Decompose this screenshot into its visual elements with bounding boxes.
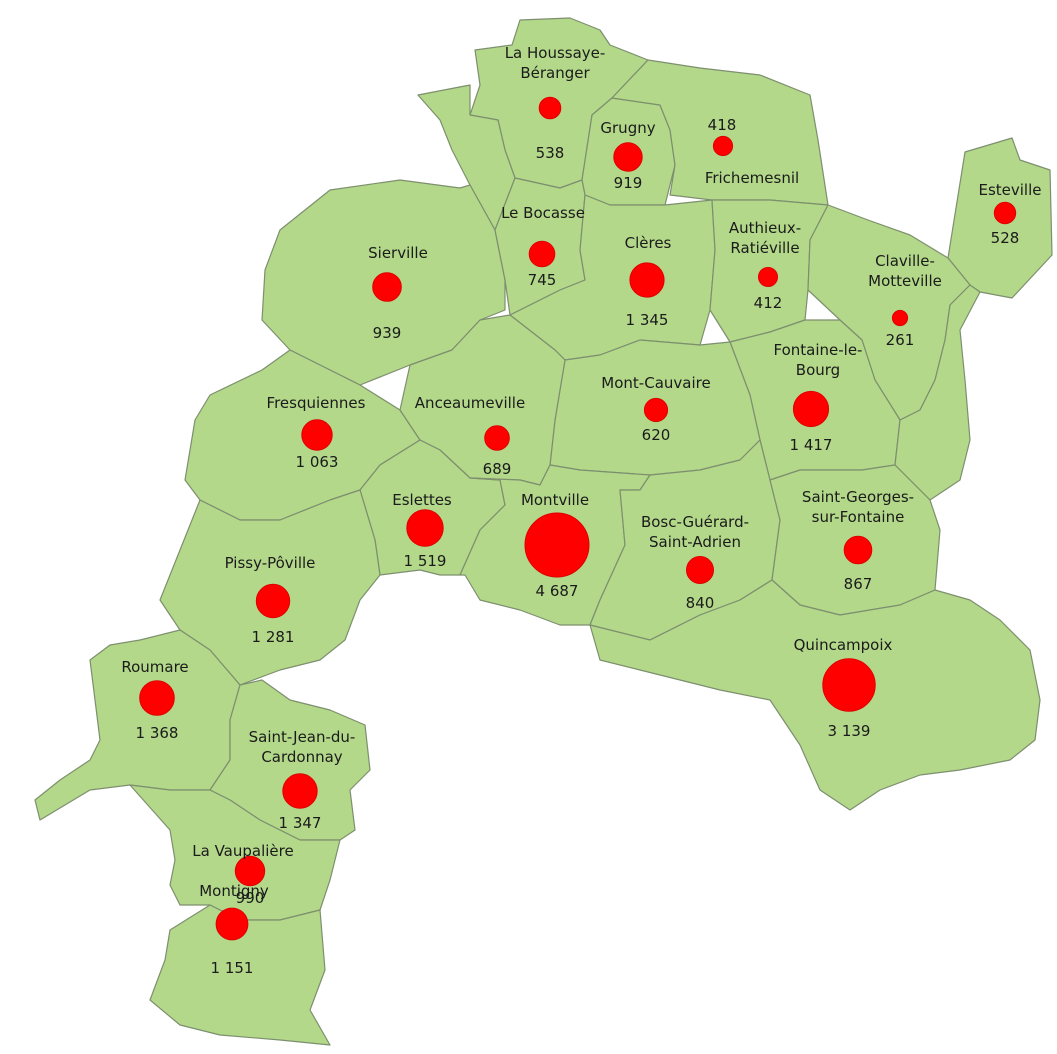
population-marker-frichemesnil	[712, 135, 734, 157]
population-value-quincampoix: 3 139	[828, 722, 871, 740]
population-value-mont-cauvaire: 620	[642, 426, 671, 444]
population-marker-grugny	[613, 142, 643, 172]
commune-name-fresquiennes: Fresquiennes	[267, 394, 366, 412]
population-value-bosc-guerard-saint-adrien: 840	[686, 594, 715, 612]
population-marker-anceaumeville	[484, 425, 510, 451]
population-value-roumare: 1 368	[136, 724, 179, 742]
population-value-eslettes: 1 519	[404, 552, 447, 570]
population-marker-esteville	[993, 201, 1017, 225]
population-value-authieux-ratieville: 412	[754, 294, 783, 312]
population-marker-montigny	[215, 907, 249, 941]
population-value-montville: 4 687	[536, 582, 579, 600]
population-value-le-bocasse: 745	[528, 271, 557, 289]
commune-name-saint-georges-sur-fontaine-line-2: sur-Fontaine	[812, 508, 905, 526]
commune-name-montville: Montville	[521, 491, 589, 509]
population-value-sierville: 939	[373, 324, 402, 342]
commune-name-la-vaupaliere: La Vaupalière	[192, 842, 293, 860]
population-value-la-houssaye-beranger: 538	[536, 144, 565, 162]
population-marker-saint-georges-sur-fontaine	[843, 535, 873, 565]
population-marker-cleres	[629, 262, 665, 298]
population-value-cleres: 1 345	[626, 311, 669, 329]
population-marker-la-vaupaliere	[234, 855, 266, 887]
population-value-anceaumeville: 689	[483, 460, 512, 478]
population-value-montigny: 1 151	[211, 959, 254, 977]
region-saint-jean-du-cardonnay	[209, 679, 371, 841]
population-marker-le-bocasse	[528, 240, 556, 268]
commune-name-roumare: Roumare	[121, 658, 188, 676]
population-value-fontaine-le-bourg: 1 417	[790, 436, 833, 454]
population-marker-saint-jean-du-cardonnay	[282, 773, 318, 809]
population-marker-pissy-poville	[255, 583, 291, 619]
region-east-strip	[894, 284, 981, 501]
commune-name-authieux-ratieville-line-1: Authieux-	[729, 219, 801, 237]
population-value-fresquiennes: 1 063	[296, 453, 339, 471]
commune-name-frichemesnil: Frichemesnil	[705, 169, 799, 187]
region-quincampoix	[589, 579, 1041, 811]
commune-name-claville-motteville-line-1: Claville-	[875, 252, 935, 270]
population-marker-claville-motteville	[891, 309, 909, 327]
commune-name-claville-motteville-line-2: Motteville	[868, 272, 942, 290]
commune-name-quincampoix: Quincampoix	[794, 636, 893, 654]
commune-labels: La Houssaye- Béranger 538 Grugny 919 Fricheme…	[121, 44, 1041, 977]
commune-name-saint-jean-du-cardonnay-line-2: Cardonnay	[261, 748, 342, 766]
population-marker-fresquiennes	[301, 419, 333, 451]
commune-name-authieux-ratieville-line-2: Ratiéville	[730, 239, 799, 257]
population-value-saint-jean-du-cardonnay: 1 347	[279, 814, 322, 832]
population-value-grugny: 919	[614, 174, 643, 192]
commune-name-grugny: Grugny	[600, 119, 655, 137]
population-value-claville-motteville: 261	[886, 331, 915, 349]
commune-name-bosc-guerard-saint-adrien-line-1: Bosc-Guérard-	[641, 513, 749, 531]
commune-name-cleres: Clères	[625, 234, 672, 252]
population-value-pissy-poville: 1 281	[252, 628, 295, 646]
commune-name-sierville: Sierville	[368, 244, 428, 262]
population-value-la-vaupaliere: 990	[236, 889, 265, 907]
commune-name-mont-cauvaire: Mont-Cauvaire	[601, 374, 710, 392]
commune-name-saint-jean-du-cardonnay-line-1: Saint-Jean-du-	[249, 728, 356, 746]
population-value-esteville: 528	[991, 229, 1020, 247]
population-marker-la-houssaye-beranger	[538, 96, 562, 120]
commune-name-le-bocasse: Le Bocasse	[501, 204, 585, 222]
commune-name-esteville: Esteville	[978, 181, 1041, 199]
commune-name-montigny: Montigny	[199, 882, 269, 900]
population-markers	[139, 96, 1017, 941]
population-marker-montville	[524, 512, 590, 578]
population-marker-eslettes	[406, 509, 444, 547]
commune-name-eslettes: Eslettes	[392, 491, 452, 509]
population-marker-quincampoix	[822, 658, 876, 712]
commune-name-la-houssaye-beranger-line-2: Béranger	[520, 64, 590, 82]
commune-name-la-houssaye-beranger-line-1: La Houssaye-	[505, 44, 606, 62]
population-marker-fontaine-le-bourg	[792, 390, 830, 428]
population-marker-bosc-guerard-saint-adrien	[686, 556, 714, 584]
commune-name-bosc-guerard-saint-adrien-line-2: Saint-Adrien	[649, 533, 741, 551]
population-value-saint-georges-sur-fontaine: 867	[844, 575, 873, 593]
population-marker-roumare	[139, 680, 175, 716]
commune-name-saint-georges-sur-fontaine-line-1: Saint-Georges-	[802, 488, 914, 506]
commune-name-anceaumeville: Anceaumeville	[415, 394, 525, 412]
population-marker-authieux-ratieville	[758, 267, 778, 287]
commune-name-fontaine-le-bourg-line-1: Fontaine-le-	[774, 341, 863, 359]
commune-name-pissy-poville: Pissy-Pôville	[225, 554, 316, 572]
commune-name-fontaine-le-bourg-line-2: Bourg	[796, 361, 840, 379]
population-value-frichemesnil: 418	[708, 116, 737, 134]
population-marker-mont-cauvaire	[643, 397, 669, 423]
population-marker-sierville	[372, 272, 402, 302]
